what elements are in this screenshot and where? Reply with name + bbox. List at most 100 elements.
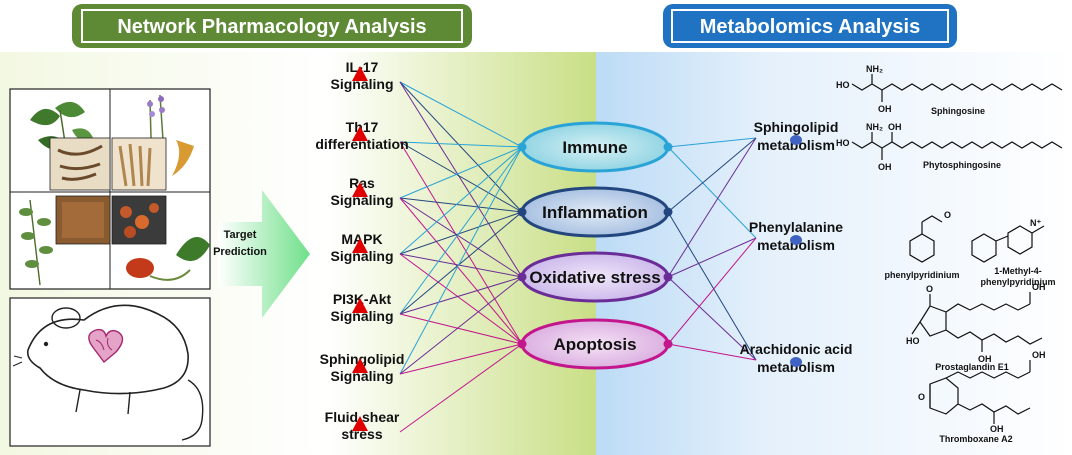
category-left-port — [517, 272, 527, 282]
prostaglandin-e1-label: Prostaglandin E1 — [935, 362, 1009, 372]
pathway-label: Th17 — [346, 119, 379, 135]
thromboxane-oh-bottom-label: OH — [990, 424, 1004, 434]
pathway-label: Signaling — [331, 248, 394, 264]
target-prediction-arrow: Target Prediction — [213, 190, 310, 318]
pathway-label: MAPK — [341, 231, 382, 247]
thromboxane-a2-label: Thromboxane A2 — [939, 434, 1012, 444]
methyl-phenylpyridinium-label-line1: 1-Methyl-4- — [994, 266, 1042, 276]
metabolism-edge — [667, 276, 757, 361]
pathway-edge — [399, 276, 523, 315]
methyl-phenylpyridinium-n-label: N⁺ — [1030, 218, 1041, 228]
sphingosine-oh-label: OH — [878, 104, 892, 114]
heart-icon — [88, 328, 124, 364]
network-pharmacology-header: Network Pharmacology Analysis — [72, 4, 472, 48]
dried-root-image — [57, 144, 103, 181]
herb-photo-collage — [9, 88, 211, 290]
methyl-phenylpyridinium-label-line2: phenylpyridinium — [980, 277, 1055, 287]
pathway-edge — [399, 253, 523, 345]
pathway-edge — [399, 146, 523, 255]
metabolism-edge — [667, 137, 757, 278]
fruit-plant-image — [126, 237, 210, 281]
target-prediction-line2: Prediction — [213, 246, 267, 258]
metabolism-edge — [667, 237, 757, 278]
prostaglandin-oh-bottom-label: OH — [978, 354, 992, 364]
pathway-edge — [399, 197, 523, 213]
phytosphingosine-oh-bottom-label: OH — [878, 162, 892, 172]
pathway-edge — [399, 343, 523, 375]
pathway-edge — [399, 276, 523, 375]
thromboxane-oh-label: OH — [1032, 350, 1046, 360]
category-right-port — [663, 142, 673, 152]
pathway-edge — [399, 81, 523, 213]
category-label: Oxidative stress — [529, 268, 660, 287]
phytosphingosine-nh2-label: NH₂ — [866, 122, 883, 132]
rat-model-drawing — [9, 297, 211, 447]
category-right-port — [663, 207, 673, 217]
leaflet-sprig-image — [19, 199, 53, 286]
category-left-port — [517, 142, 527, 152]
network-edges — [399, 81, 757, 433]
sphingosine-label: Sphingosine — [931, 106, 985, 116]
category-label: Immune — [562, 138, 627, 157]
pathway-label: Ras — [349, 175, 375, 191]
metabolism-edge — [667, 237, 757, 345]
metabolism-node: Arachidonic acidmetabolism — [740, 341, 853, 375]
metabolism-label: Phenylalanine — [749, 219, 843, 235]
fruit-image — [120, 206, 132, 218]
pathway-label: PI3K-Akt — [333, 291, 392, 307]
right-panel-background — [596, 52, 1072, 455]
phenylpyridinium-structure — [909, 215, 943, 263]
target-triangle-icon — [352, 358, 368, 373]
category-left-port — [517, 207, 527, 217]
pathway-edge — [399, 343, 523, 433]
metabolite-dot-icon — [790, 357, 802, 367]
phytosphingosine-ho-label: HO — [836, 138, 850, 148]
pathway-edge — [399, 141, 523, 213]
phytosphingosine-structure — [851, 132, 1063, 160]
target-triangle-icon — [352, 66, 368, 81]
category-node: Immune — [517, 121, 673, 173]
target-triangle-icon — [352, 416, 368, 431]
category-node: Inflammation — [517, 186, 673, 238]
pathway-edge — [399, 81, 523, 278]
prostaglandin-o-label: O — [926, 284, 933, 294]
metabolomics-header: Metabolomics Analysis — [663, 4, 957, 48]
target-prediction-line1: Target — [224, 229, 257, 241]
pathway-edge — [399, 211, 523, 255]
pathway-label: Signaling — [331, 368, 394, 384]
metabolism-label: Arachidonic acid — [740, 341, 853, 357]
metabolism-pathway-list: SphingolipidmetabolismPhenylalaninemetab… — [740, 119, 853, 375]
pathway-label: Signaling — [331, 308, 394, 324]
category-label: Apoptosis — [553, 335, 636, 354]
target-triangle-icon — [352, 298, 368, 313]
pathway-edge — [399, 211, 523, 315]
metabolomics-title: Metabolomics Analysis — [700, 16, 920, 38]
category-left-port — [517, 339, 527, 349]
category-node: Oxidative stress — [517, 251, 673, 303]
category-label: Inflammation — [542, 203, 648, 222]
pathway-label: differentiation — [315, 136, 408, 152]
metabolism-edge — [667, 211, 757, 361]
target-triangle-icon — [352, 238, 368, 253]
pathway-label: Signaling — [331, 192, 394, 208]
pathway-label: Sphingolipid — [320, 351, 405, 367]
pathway-edge — [399, 146, 523, 199]
phenylpyridinium-o-label: O — [944, 210, 951, 220]
metabolism-label: Sphingolipid — [754, 119, 839, 135]
pathway-edge — [399, 197, 523, 345]
metabolism-edge — [667, 137, 757, 213]
pathway-label: Signaling — [331, 76, 394, 92]
metabolism-edge — [667, 146, 757, 239]
pathway-label: IL-17 — [346, 59, 379, 75]
thromboxane-o-label: O — [918, 392, 925, 402]
sphingosine-nh2-label: NH₂ — [866, 64, 883, 74]
metabolism-edge — [667, 343, 757, 361]
pathway-edge — [399, 141, 523, 345]
methyl-phenylpyridinium-structure — [971, 225, 1045, 263]
prostaglandin-ho-label: HO — [906, 336, 920, 346]
network-pharmacology-title: Network Pharmacology Analysis — [117, 16, 426, 38]
